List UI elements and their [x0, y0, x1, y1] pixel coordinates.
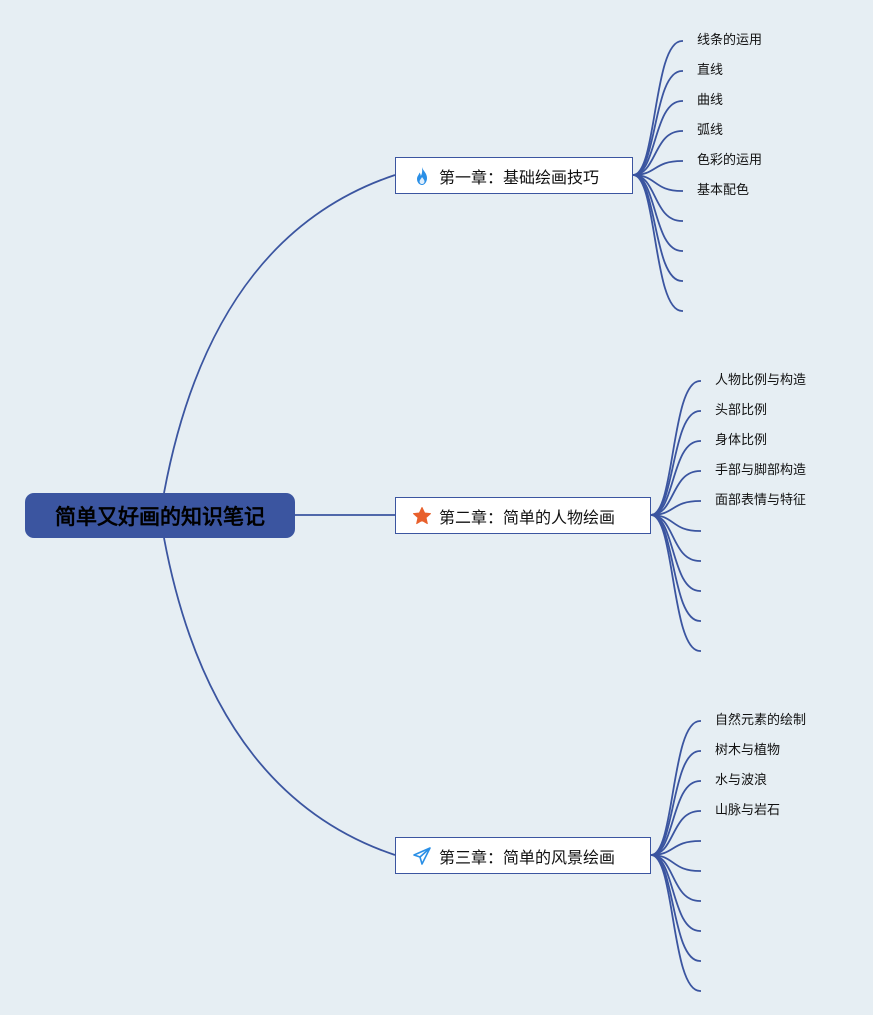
chapter-3-leaf-line-3: [650, 780, 701, 856]
star-icon: [412, 506, 432, 526]
chapter-1-leaf-line-1: [632, 40, 683, 176]
leaf-topic[interactable]: 线条的运用: [697, 33, 763, 48]
leaf-topic[interactable]: 山脉与岩石: [715, 803, 781, 818]
branch-topic-chapter-1[interactable]: 第一章：基础绘画技巧: [395, 157, 633, 194]
chapter-2-leaf-line-3: [650, 440, 701, 516]
chapter-1-leaf-line-2: [632, 70, 683, 176]
chapter-1-leaf-line-4: [632, 130, 683, 176]
chapter-3-leaf-line-4: [650, 810, 701, 856]
fire-icon: [412, 166, 432, 186]
chapter-2-leaf-line-5: [650, 500, 701, 516]
leaf-topic[interactable]: 面部表情与特征: [715, 493, 807, 508]
leaf-topic[interactable]: 色彩的运用: [697, 153, 763, 168]
chapter-3-leaf-line-1: [650, 720, 701, 856]
chapter-3-leaf-line-2: [650, 750, 701, 856]
root-topic[interactable]: 简单又好画的知识笔记: [25, 493, 295, 538]
branch-topic-chapter-3[interactable]: 第三章：简单的风景绘画: [395, 837, 651, 874]
leaf-topic[interactable]: 直线: [697, 63, 724, 78]
leaf-topic[interactable]: 头部比例: [715, 403, 768, 418]
leaf-topic[interactable]: 自然元素的绘制: [715, 713, 807, 728]
paper-plane-icon: [412, 846, 432, 866]
leaf-topic[interactable]: 基本配色: [697, 183, 750, 198]
branch-topic-chapter-2[interactable]: 第二章：简单的人物绘画: [395, 497, 651, 534]
chapter-3-leaf-line-6: [650, 854, 701, 872]
leaf-topic[interactable]: 身体比例: [715, 433, 768, 448]
leaf-topic[interactable]: 树木与植物: [715, 743, 781, 758]
leaf-topic[interactable]: 弧线: [697, 123, 724, 138]
branch-topic-label: 第二章：简单的人物绘画: [439, 507, 616, 527]
chapter-1-leaf-line-3: [632, 100, 683, 176]
chapter-1-leaf-line-6: [632, 174, 683, 192]
chapter-3-leaf-line-10: [650, 854, 701, 992]
chapter-2-leaf-line-10: [650, 514, 701, 652]
chapter-2-leaf-line-1: [650, 380, 701, 516]
leaf-topic[interactable]: 曲线: [697, 93, 724, 108]
root-to-chapter-1-line: [163, 174, 396, 494]
leaf-topic[interactable]: 人物比例与构造: [715, 373, 807, 388]
branch-topic-label: 第一章：基础绘画技巧: [439, 167, 600, 187]
leaf-topic[interactable]: 手部与脚部构造: [715, 463, 807, 478]
chapter-3-leaf-line-5: [650, 840, 701, 856]
chapter-2-leaf-line-2: [650, 410, 701, 516]
branch-topic-label: 第三章：简单的风景绘画: [439, 847, 616, 867]
chapter-2-leaf-line-4: [650, 470, 701, 516]
root-to-chapter-3-line: [163, 537, 396, 856]
root-topic-label: 简单又好画的知识笔记: [55, 504, 265, 529]
chapter-1-leaf-line-5: [632, 160, 683, 176]
chapter-2-leaf-line-6: [650, 514, 701, 532]
chapter-1-leaf-line-10: [632, 174, 683, 312]
leaf-topic[interactable]: 水与波浪: [715, 773, 768, 788]
